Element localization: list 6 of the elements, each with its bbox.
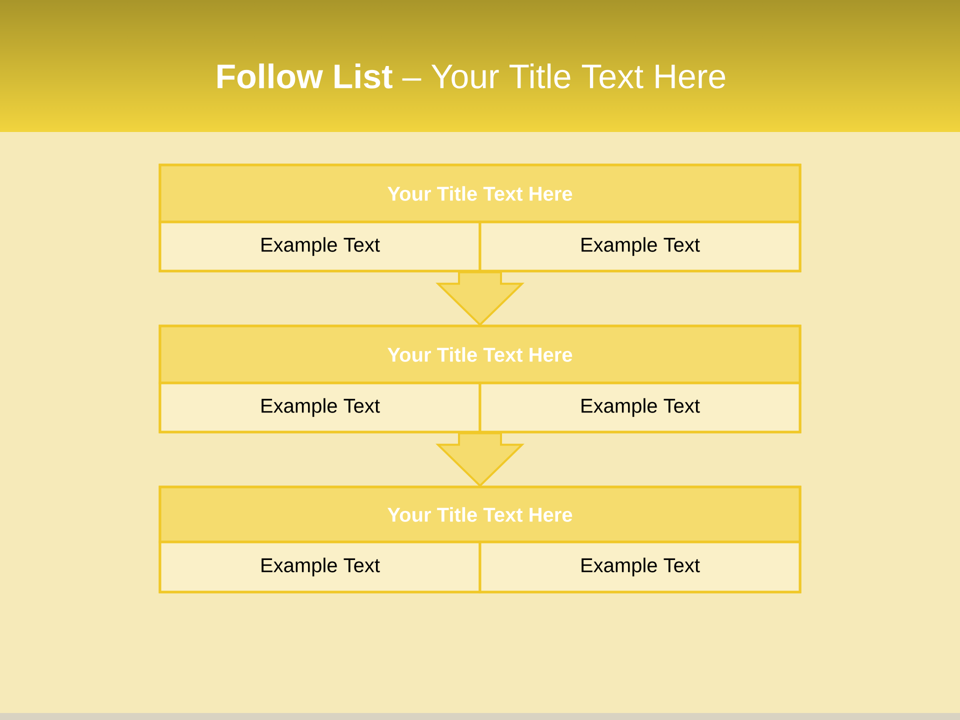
block-arrow [436,432,524,488]
table-cell: Example Text [158,540,482,594]
block-arrow [436,271,524,326]
title: Follow List – Your Title Text Here [218,64,726,88]
header-bar: Your Title Text Here [158,486,802,544]
table-cell: Example Text [478,540,802,594]
